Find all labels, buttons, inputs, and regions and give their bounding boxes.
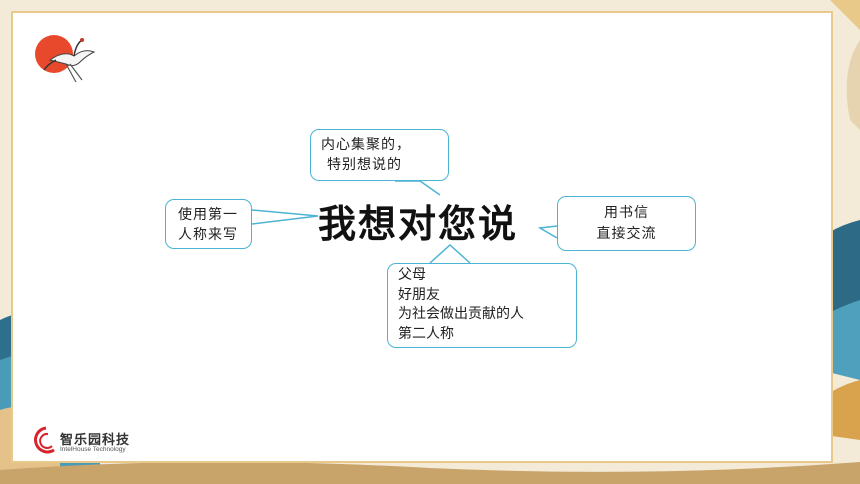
bubble-bottom-line2: 好朋友 [398,286,440,303]
main-title: 我想对您说 [318,201,519,246]
bubble-bottom-line3: 为社会做出贡献的人 [398,306,524,322]
bubble-letter: 用书信 直接交流 [557,196,696,251]
bubble-right-line1: 用书信 [604,205,649,221]
bubble-left-line1: 使用第一 [178,207,238,223]
bubble-bottom-line4: 第二人称 [398,325,454,342]
bubble-inner-thoughts: 内心集聚的， 特别想说的 [310,129,449,181]
bubble-top-line1: 内心集聚的， [321,137,411,153]
sun-crane-icon [35,35,96,83]
bubble-top-line2: 特别想说的 [327,157,402,173]
brand-subtitle: IntelHouse Technology [60,446,126,453]
bubble-first-person: 使用第一 人称来写 [165,199,252,249]
bubble-right-line2: 直接交流 [596,226,657,242]
slide-frame [11,11,833,463]
brand-name: 智乐园科技 [60,433,131,448]
bubble-recipients: 父母 好朋友 为社会做出贡献的人 第二人称 [387,263,577,348]
brand-logo-icon [34,426,55,454]
bubble-left-line2: 人称来写 [178,227,238,243]
bubble-bottom-line1: 父母 [398,267,426,283]
